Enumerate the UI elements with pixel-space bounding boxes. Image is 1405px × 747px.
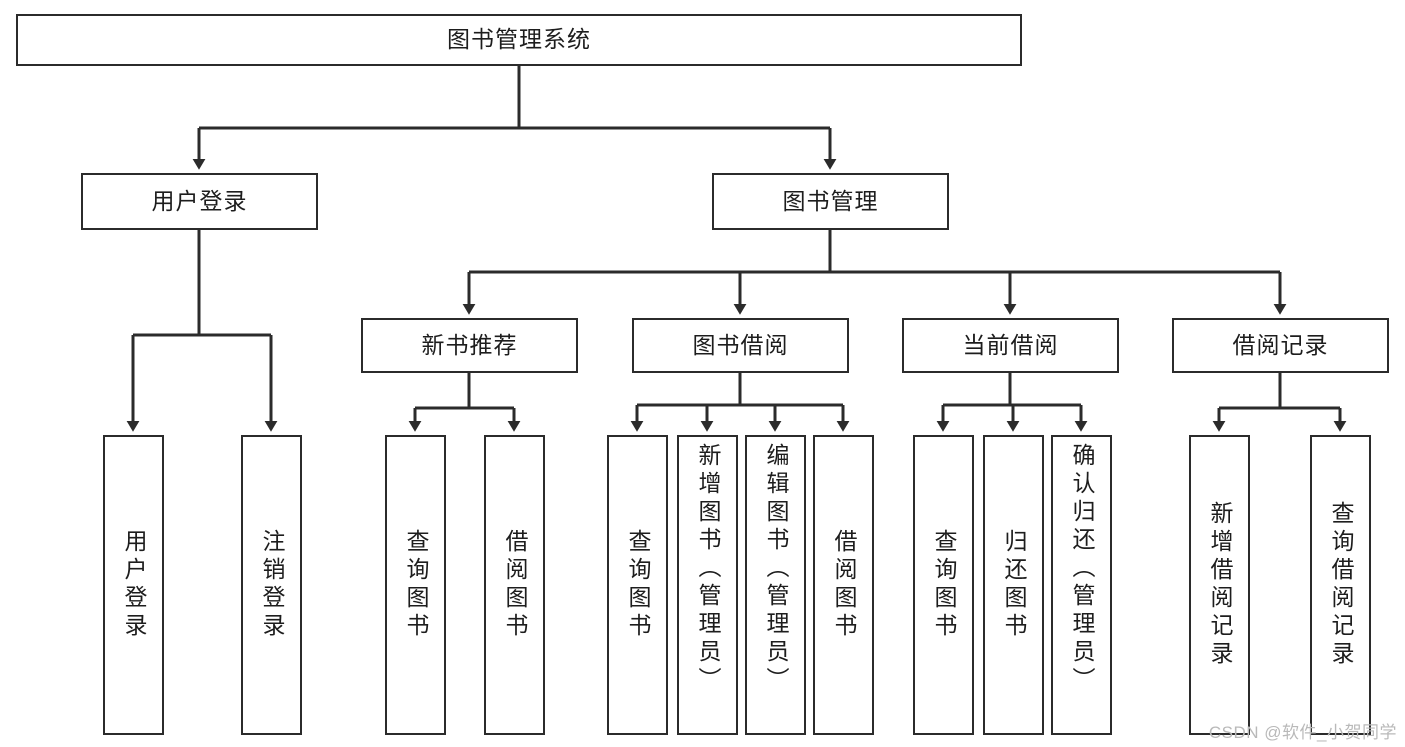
leaf-node-label: 新增借阅记录 xyxy=(1207,501,1233,669)
leaf-node-label: 新增图书（管理员） xyxy=(695,443,721,695)
level3-node-label: 新书推荐 xyxy=(421,331,518,358)
leaf-node-label: 查询图书 xyxy=(403,529,429,641)
level3-node-1[interactable]: 图书借阅 xyxy=(632,318,849,373)
leaf-node-label: 注销登录 xyxy=(259,529,285,641)
leaf-node-11[interactable]: 新增借阅记录 xyxy=(1189,435,1250,735)
leaf-node-label: 归还图书 xyxy=(1001,529,1027,641)
level3-node-3[interactable]: 借阅记录 xyxy=(1172,318,1389,373)
watermark-text: CSDN @软件_小贺同学 xyxy=(1208,723,1397,742)
level3-node-label: 借阅记录 xyxy=(1232,331,1329,358)
leaf-node-label: 查询借阅记录 xyxy=(1328,501,1354,669)
leaf-node-label: 用户登录 xyxy=(121,529,147,641)
leaf-node-label: 借阅图书 xyxy=(831,529,857,641)
leaf-node-8[interactable]: 查询图书 xyxy=(913,435,974,735)
leaf-node-5[interactable]: 新增图书（管理员） xyxy=(677,435,738,735)
leaf-node-label: 编辑图书（管理员） xyxy=(763,443,789,695)
leaf-node-6[interactable]: 编辑图书（管理员） xyxy=(745,435,806,735)
leaf-node-label: 查询图书 xyxy=(931,529,957,641)
level3-node-2[interactable]: 当前借阅 xyxy=(902,318,1119,373)
leaf-node-3[interactable]: 借阅图书 xyxy=(484,435,545,735)
leaf-node-12[interactable]: 查询借阅记录 xyxy=(1310,435,1371,735)
leaf-node-4[interactable]: 查询图书 xyxy=(607,435,668,735)
leaf-node-7[interactable]: 借阅图书 xyxy=(813,435,874,735)
level3-node-label: 当前借阅 xyxy=(962,331,1059,358)
level3-node-0[interactable]: 新书推荐 xyxy=(361,318,578,373)
leaf-node-0[interactable]: 用户登录 xyxy=(103,435,164,735)
tree-connectors xyxy=(126,66,1347,432)
level2-node-0[interactable]: 用户登录 xyxy=(81,173,318,230)
root-node-label: 图书管理系统 xyxy=(447,26,591,53)
leaf-node-label: 查询图书 xyxy=(625,529,651,641)
level2-node-label: 用户登录 xyxy=(151,187,248,214)
leaf-node-label: 借阅图书 xyxy=(502,529,528,641)
level2-node-label: 图书管理 xyxy=(782,187,879,214)
level3-node-label: 图书借阅 xyxy=(692,331,789,358)
level2-node-1[interactable]: 图书管理 xyxy=(712,173,949,230)
leaf-node-1[interactable]: 注销登录 xyxy=(241,435,302,735)
leaf-node-10[interactable]: 确认归还（管理员） xyxy=(1051,435,1112,735)
leaf-node-2[interactable]: 查询图书 xyxy=(385,435,446,735)
leaf-node-9[interactable]: 归还图书 xyxy=(983,435,1044,735)
root-node-0[interactable]: 图书管理系统 xyxy=(16,14,1022,66)
leaf-node-label: 确认归还（管理员） xyxy=(1069,443,1095,695)
